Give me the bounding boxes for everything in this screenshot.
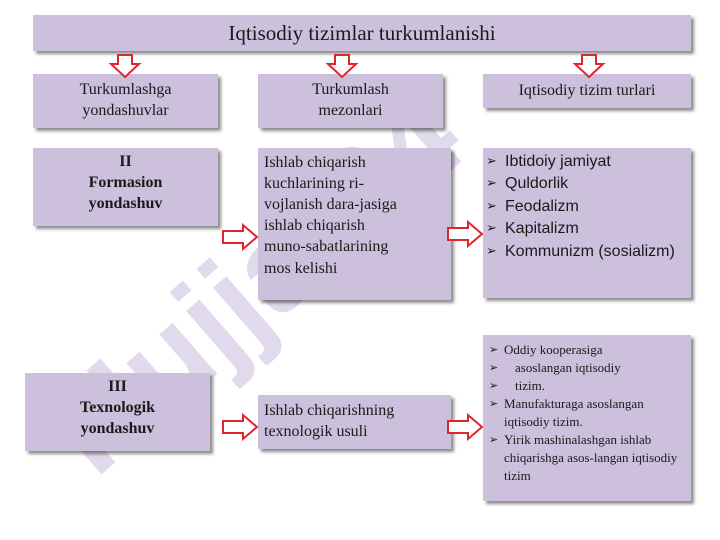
header-criteria-line2: mezonlari	[318, 102, 383, 119]
formation-criterion-line: vojlanish dara-jasiga	[264, 196, 397, 214]
list-item: ➢Quldorlik	[486, 175, 569, 193]
right-arrow-icon	[447, 412, 484, 442]
arrowhead-bullet-icon: ➢	[489, 432, 499, 446]
down-arrow-icon	[572, 54, 606, 79]
formation-criterion-line: Ishlab chiqarish	[264, 154, 366, 171]
down-arrow-icon	[108, 54, 142, 79]
formation-approach-line1: Formasion	[88, 173, 163, 191]
down-arrow-icon	[325, 54, 359, 79]
list-item: ➢Kapitalizm	[486, 220, 579, 238]
formation-criterion-line: ishlab chiqarish	[264, 217, 365, 235]
formation-approach-line2: yondashuv	[88, 194, 163, 212]
formation-types-box: ➢Ibtidoiy jamiyat ➢Quldorlik ➢Feodalizm …	[483, 148, 691, 298]
formation-approach-box: II Formasion yondashuv	[33, 148, 218, 226]
technological-approach-line1: Texnologik	[80, 398, 155, 416]
arrowhead-bullet-icon: ➢	[486, 221, 497, 237]
technological-criterion-line: texnologik usuli	[264, 423, 368, 441]
header-approaches: Turkumlashga yondashuvlar	[33, 74, 218, 128]
list-item: ➢Manufakturaga asoslangan iqtisodiy tizi…	[489, 395, 644, 429]
technological-types-list: ➢Oddiy kooperasiga ➢asoslangan iqtisodiy…	[487, 341, 687, 485]
formation-criterion-line: kuchlarining ri-	[264, 175, 364, 193]
arrowhead-bullet-icon: ➢	[489, 343, 499, 356]
list-item: ➢tizim.	[489, 377, 545, 393]
list-item: ➢Ibtidoiy jamiyat	[486, 153, 611, 170]
technological-criterion-line: Ishlab chiqarishning	[264, 402, 395, 419]
right-arrow-icon	[222, 222, 259, 252]
list-item: ➢Yirik mashinalashgan ishlab chiqarishga…	[489, 431, 678, 483]
technological-types-box: ➢Oddiy kooperasiga ➢asoslangan iqtisodiy…	[483, 335, 691, 501]
technological-criterion-box: Ishlab chiqarishning texnologik usuli	[258, 395, 451, 449]
formation-criterion-line: muno-sabatlarining	[264, 238, 389, 256]
list-item: ➢Feodalizm	[486, 197, 579, 215]
arrowhead-bullet-icon: ➢	[486, 243, 497, 259]
list-item: ➢Oddiy kooperasiga	[489, 342, 603, 357]
right-arrow-icon	[447, 219, 484, 249]
technological-approach-numeral: III	[108, 378, 127, 395]
header-criteria-line1: Turkumlash	[312, 81, 389, 99]
right-arrow-icon	[222, 412, 259, 442]
arrowhead-bullet-icon: ➢	[489, 360, 499, 374]
header-approaches-line1: Turkumlashga	[79, 81, 172, 99]
list-item: ➢Kommunizm (sosializm)	[486, 242, 675, 260]
technological-approach-line2: yondashuv	[80, 419, 155, 437]
arrowhead-bullet-icon: ➢	[486, 198, 497, 214]
arrowhead-bullet-icon: ➢	[486, 176, 497, 192]
header-approaches-line2: yondashuvlar	[82, 102, 169, 119]
arrowhead-bullet-icon: ➢	[489, 378, 499, 392]
header-types-label: Iqtisodiy tizim turlari	[518, 81, 656, 99]
formation-types-list: ➢Ibtidoiy jamiyat ➢Quldorlik ➢Feodalizm …	[483, 151, 685, 263]
arrowhead-bullet-icon: ➢	[489, 396, 499, 410]
technological-approach-box: III Texnologik yondashuv	[25, 373, 210, 451]
formation-approach-numeral: II	[119, 153, 132, 170]
diagram-title: Iqtisodiy tizimlar turkumlanishi	[33, 15, 691, 51]
header-criteria: Turkumlash mezonlari	[258, 74, 443, 128]
arrowhead-bullet-icon: ➢	[486, 154, 497, 169]
list-item: ➢asoslangan iqtisodiy	[489, 359, 621, 375]
header-types: Iqtisodiy tizim turlari	[483, 74, 691, 108]
formation-criterion-line: mos kelishi	[264, 259, 338, 277]
formation-criterion-box: Ishlab chiqarish kuchlarining ri- vojlan…	[258, 148, 451, 300]
